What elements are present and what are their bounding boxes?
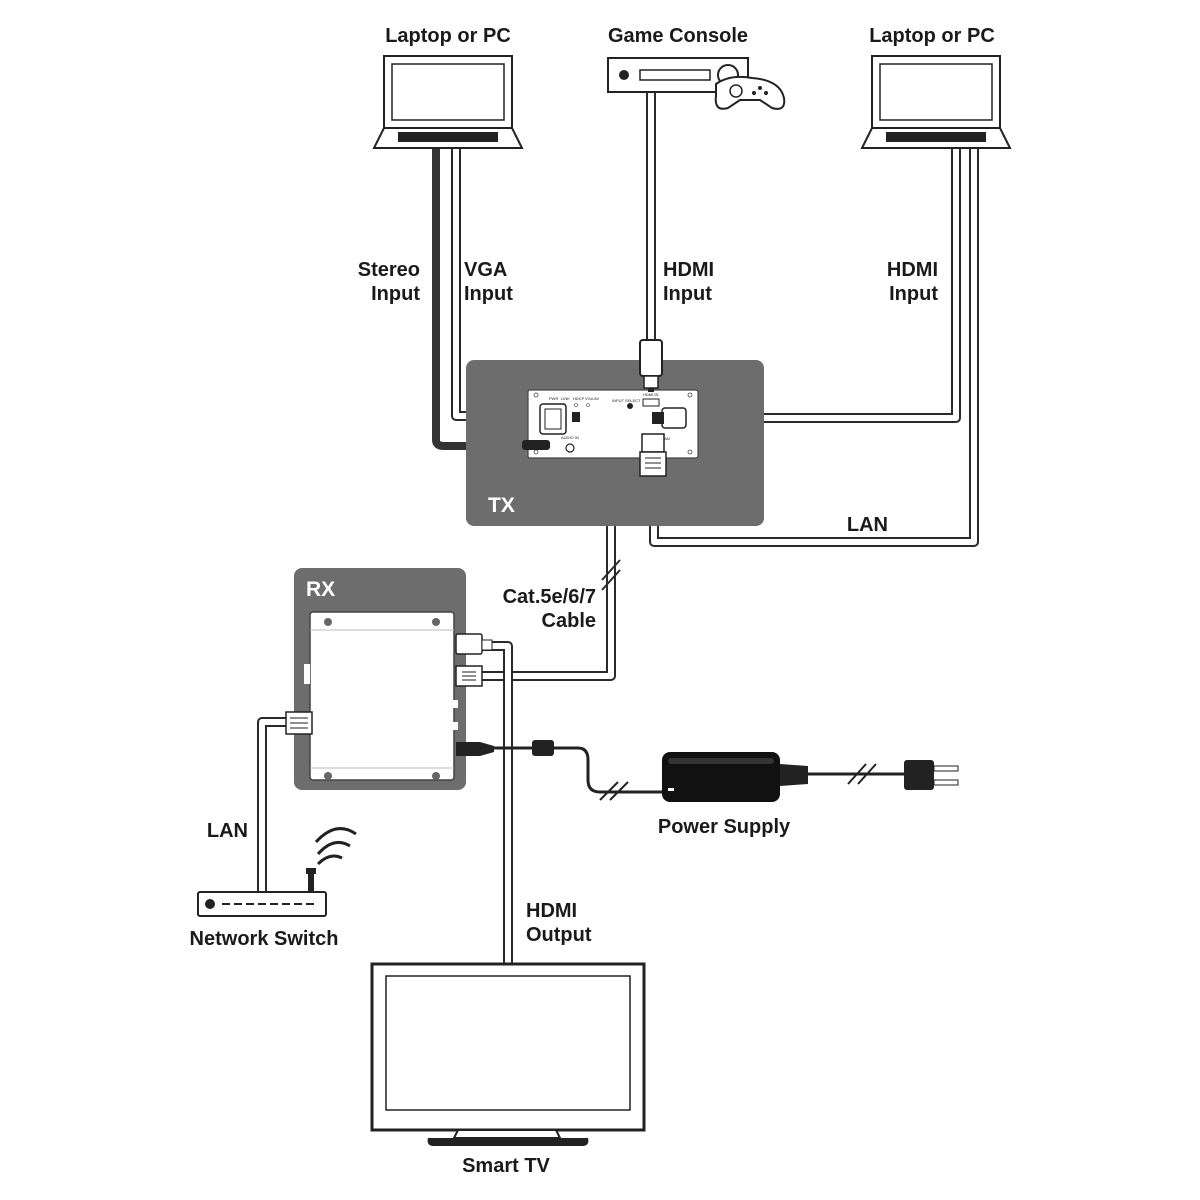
stereo-input-cable <box>432 148 530 450</box>
laptop-right-label: Laptop or PC <box>869 25 995 47</box>
tx-label: TX <box>488 494 515 517</box>
smart-tv <box>370 962 646 1146</box>
laptop-left <box>372 55 524 149</box>
lan-plug-tx <box>641 433 665 453</box>
cat-cable-label-line2: Cable <box>542 610 596 632</box>
stereo-jack-plug <box>522 440 550 450</box>
vga-input-label-line1: VGA <box>464 259 507 281</box>
stereo-input-label-line2: Input <box>371 283 420 305</box>
hdmi-output-label-line1: HDMI <box>526 900 577 922</box>
tx-pwr-label: PWR <box>549 396 558 401</box>
stereo-input-label-line1: Stereo <box>358 259 420 281</box>
laptop-left-label: Laptop or PC <box>385 25 511 47</box>
hdmi-output-label-line2: Output <box>526 924 592 946</box>
smart-tv-label: Smart TV <box>462 1155 550 1177</box>
wireless-signal-icon <box>316 854 343 866</box>
power-cable <box>480 740 664 801</box>
tx-hdcp-label: HDCP <box>573 396 585 401</box>
tx-lan-label: LAN <box>662 436 670 441</box>
lan-rx-cable <box>257 717 292 894</box>
rx-label: RX <box>306 578 335 601</box>
lan-tx-label: LAN <box>847 514 888 536</box>
tx-box: TX PWR LINK HDCP VGA AV INPUT SELECT HDM… <box>466 360 764 526</box>
wall-plug-icon <box>904 760 959 790</box>
tx-vga-av-label: VGA AV <box>585 396 599 401</box>
game-console <box>607 57 786 110</box>
cat-cable-label-line1: Cat.5e/6/7 <box>503 586 596 608</box>
cat-cable <box>480 460 621 681</box>
game-console-label: Game Console <box>608 25 748 47</box>
rx-box: RX <box>285 568 494 790</box>
network-switch <box>197 827 357 917</box>
ac-cable <box>808 763 904 785</box>
hdmi-input-laptop-label-line2: Input <box>889 283 938 305</box>
tx-audio-in-label: AUDIO IN <box>561 435 579 440</box>
hdmi-input-laptop-label-line1: HDMI <box>887 259 938 281</box>
hdmi-input-console-label-line2: Input <box>663 283 712 305</box>
rx-device-panel <box>309 611 455 781</box>
hdmi-plug-rx <box>455 633 483 655</box>
hdmi-input-console-label-line1: HDMI <box>663 259 714 281</box>
dc-power-plug <box>456 742 494 756</box>
gamepad-icon <box>714 75 786 110</box>
tx-link-label: LINK <box>561 396 570 401</box>
hdmi-output-cable <box>480 641 513 964</box>
laptop-right <box>860 55 1012 149</box>
tx-hdmi-in-label: HDMI IN <box>643 392 658 397</box>
hdmi-plug-laptop <box>661 407 687 429</box>
tx-input-select-label: INPUT SELECT <box>612 398 641 403</box>
power-supply <box>662 752 808 802</box>
hdmi-input-laptop-cable <box>700 148 961 423</box>
lan-rx-label: LAN <box>207 820 248 842</box>
hdmi-plug-console <box>639 339 663 392</box>
network-switch-label: Network Switch <box>190 928 339 950</box>
power-supply-label: Power Supply <box>658 816 791 838</box>
vga-input-label-line2: Input <box>464 283 513 305</box>
